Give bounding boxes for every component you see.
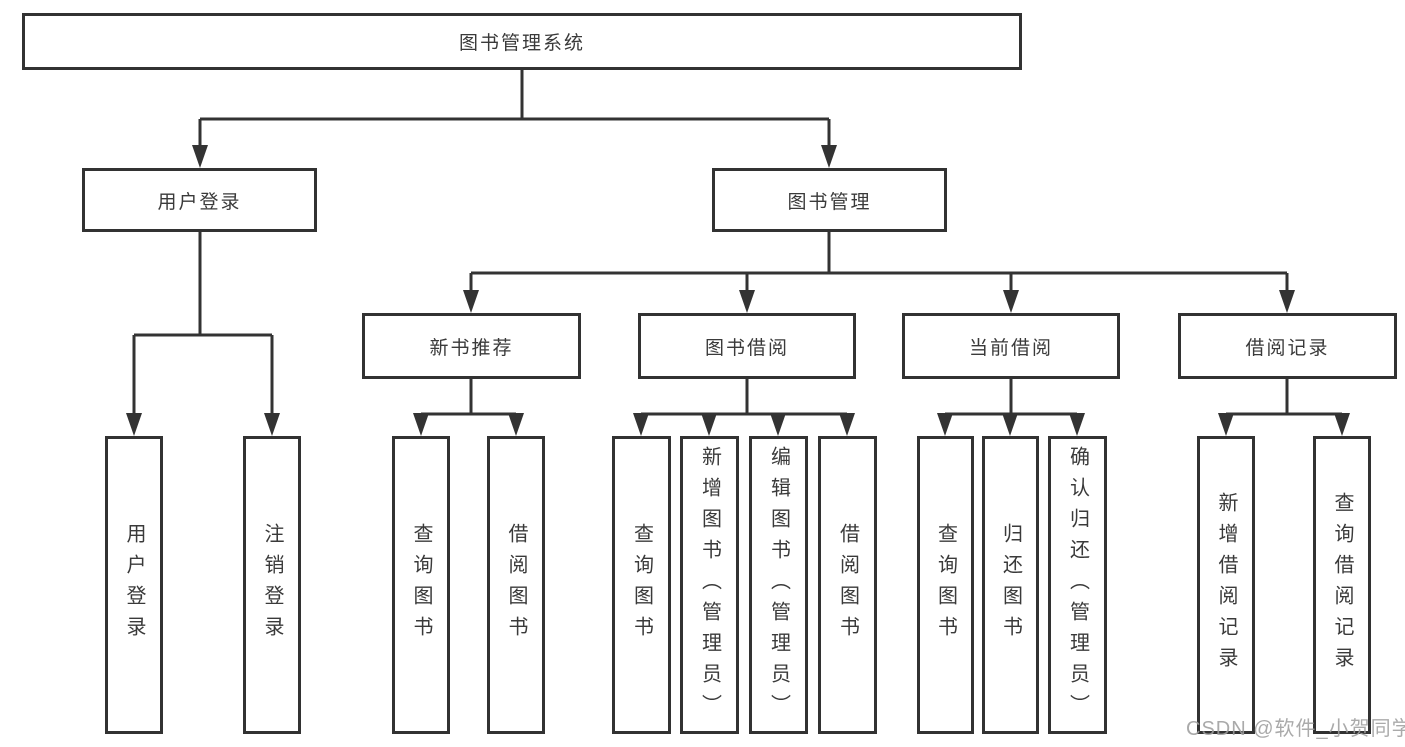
leaf-add-borrow-record: 新增借阅记录	[1197, 436, 1255, 734]
leaf-label: 新增借阅记录	[1215, 492, 1237, 678]
node-label: 图书管理系统	[458, 33, 585, 54]
leaf-label: 借阅图书	[836, 523, 859, 647]
node-label: 图书借阅	[704, 337, 789, 359]
leaf-label: 查询图书	[410, 523, 432, 647]
leaf-label: 借阅图书	[505, 523, 527, 647]
leaf-label: 用户登录	[123, 523, 145, 647]
node-book-borrow: 图书借阅	[638, 313, 856, 379]
node-new-book-recommend: 新书推荐	[362, 313, 581, 379]
leaf-user-login: 用户登录	[105, 436, 163, 734]
leaf-query-books-borrow: 查询图书	[612, 436, 671, 734]
leaf-label: 编辑图书（管理员）	[767, 445, 790, 725]
leaf-label: 查询借阅记录	[1331, 492, 1353, 678]
leaf-label: 归还图书	[999, 523, 1022, 647]
leaf-query-borrow-record: 查询借阅记录	[1313, 436, 1371, 734]
node-library-system: 图书管理系统	[22, 13, 1022, 70]
leaf-label: 新增图书（管理员）	[698, 445, 721, 725]
node-book-management: 图书管理	[712, 168, 947, 232]
leaf-borrow-books-newbook: 借阅图书	[487, 436, 545, 734]
leaf-label: 查询图书	[630, 523, 653, 647]
leaf-add-books-admin: 新增图书（管理员）	[680, 436, 739, 734]
leaf-label: 查询图书	[934, 523, 957, 647]
node-label: 当前借阅	[968, 337, 1053, 359]
leaf-edit-books-admin: 编辑图书（管理员）	[749, 436, 808, 734]
node-label: 用户登录	[157, 191, 242, 213]
leaf-label: 注销登录	[261, 523, 283, 647]
leaf-label: 确认归还（管理员）	[1066, 445, 1089, 725]
watermark-text: CSDN @软件_小贺同学	[1186, 718, 1405, 740]
node-label: 新书推荐	[429, 337, 514, 359]
connector-arrowheads	[126, 145, 1350, 436]
leaf-confirm-return-admin: 确认归还（管理员）	[1048, 436, 1107, 734]
node-label: 图书管理	[787, 191, 872, 213]
leaf-borrow-books: 借阅图书	[818, 436, 877, 734]
node-current-borrow: 当前借阅	[902, 313, 1120, 379]
node-user-login: 用户登录	[82, 168, 317, 232]
leaf-logout: 注销登录	[243, 436, 301, 734]
leaf-query-books-current: 查询图书	[917, 436, 974, 734]
leaf-query-books-newbook: 查询图书	[392, 436, 450, 734]
node-label: 借阅记录	[1245, 337, 1330, 359]
leaf-return-books: 归还图书	[982, 436, 1039, 734]
node-borrow-records: 借阅记录	[1178, 313, 1397, 379]
